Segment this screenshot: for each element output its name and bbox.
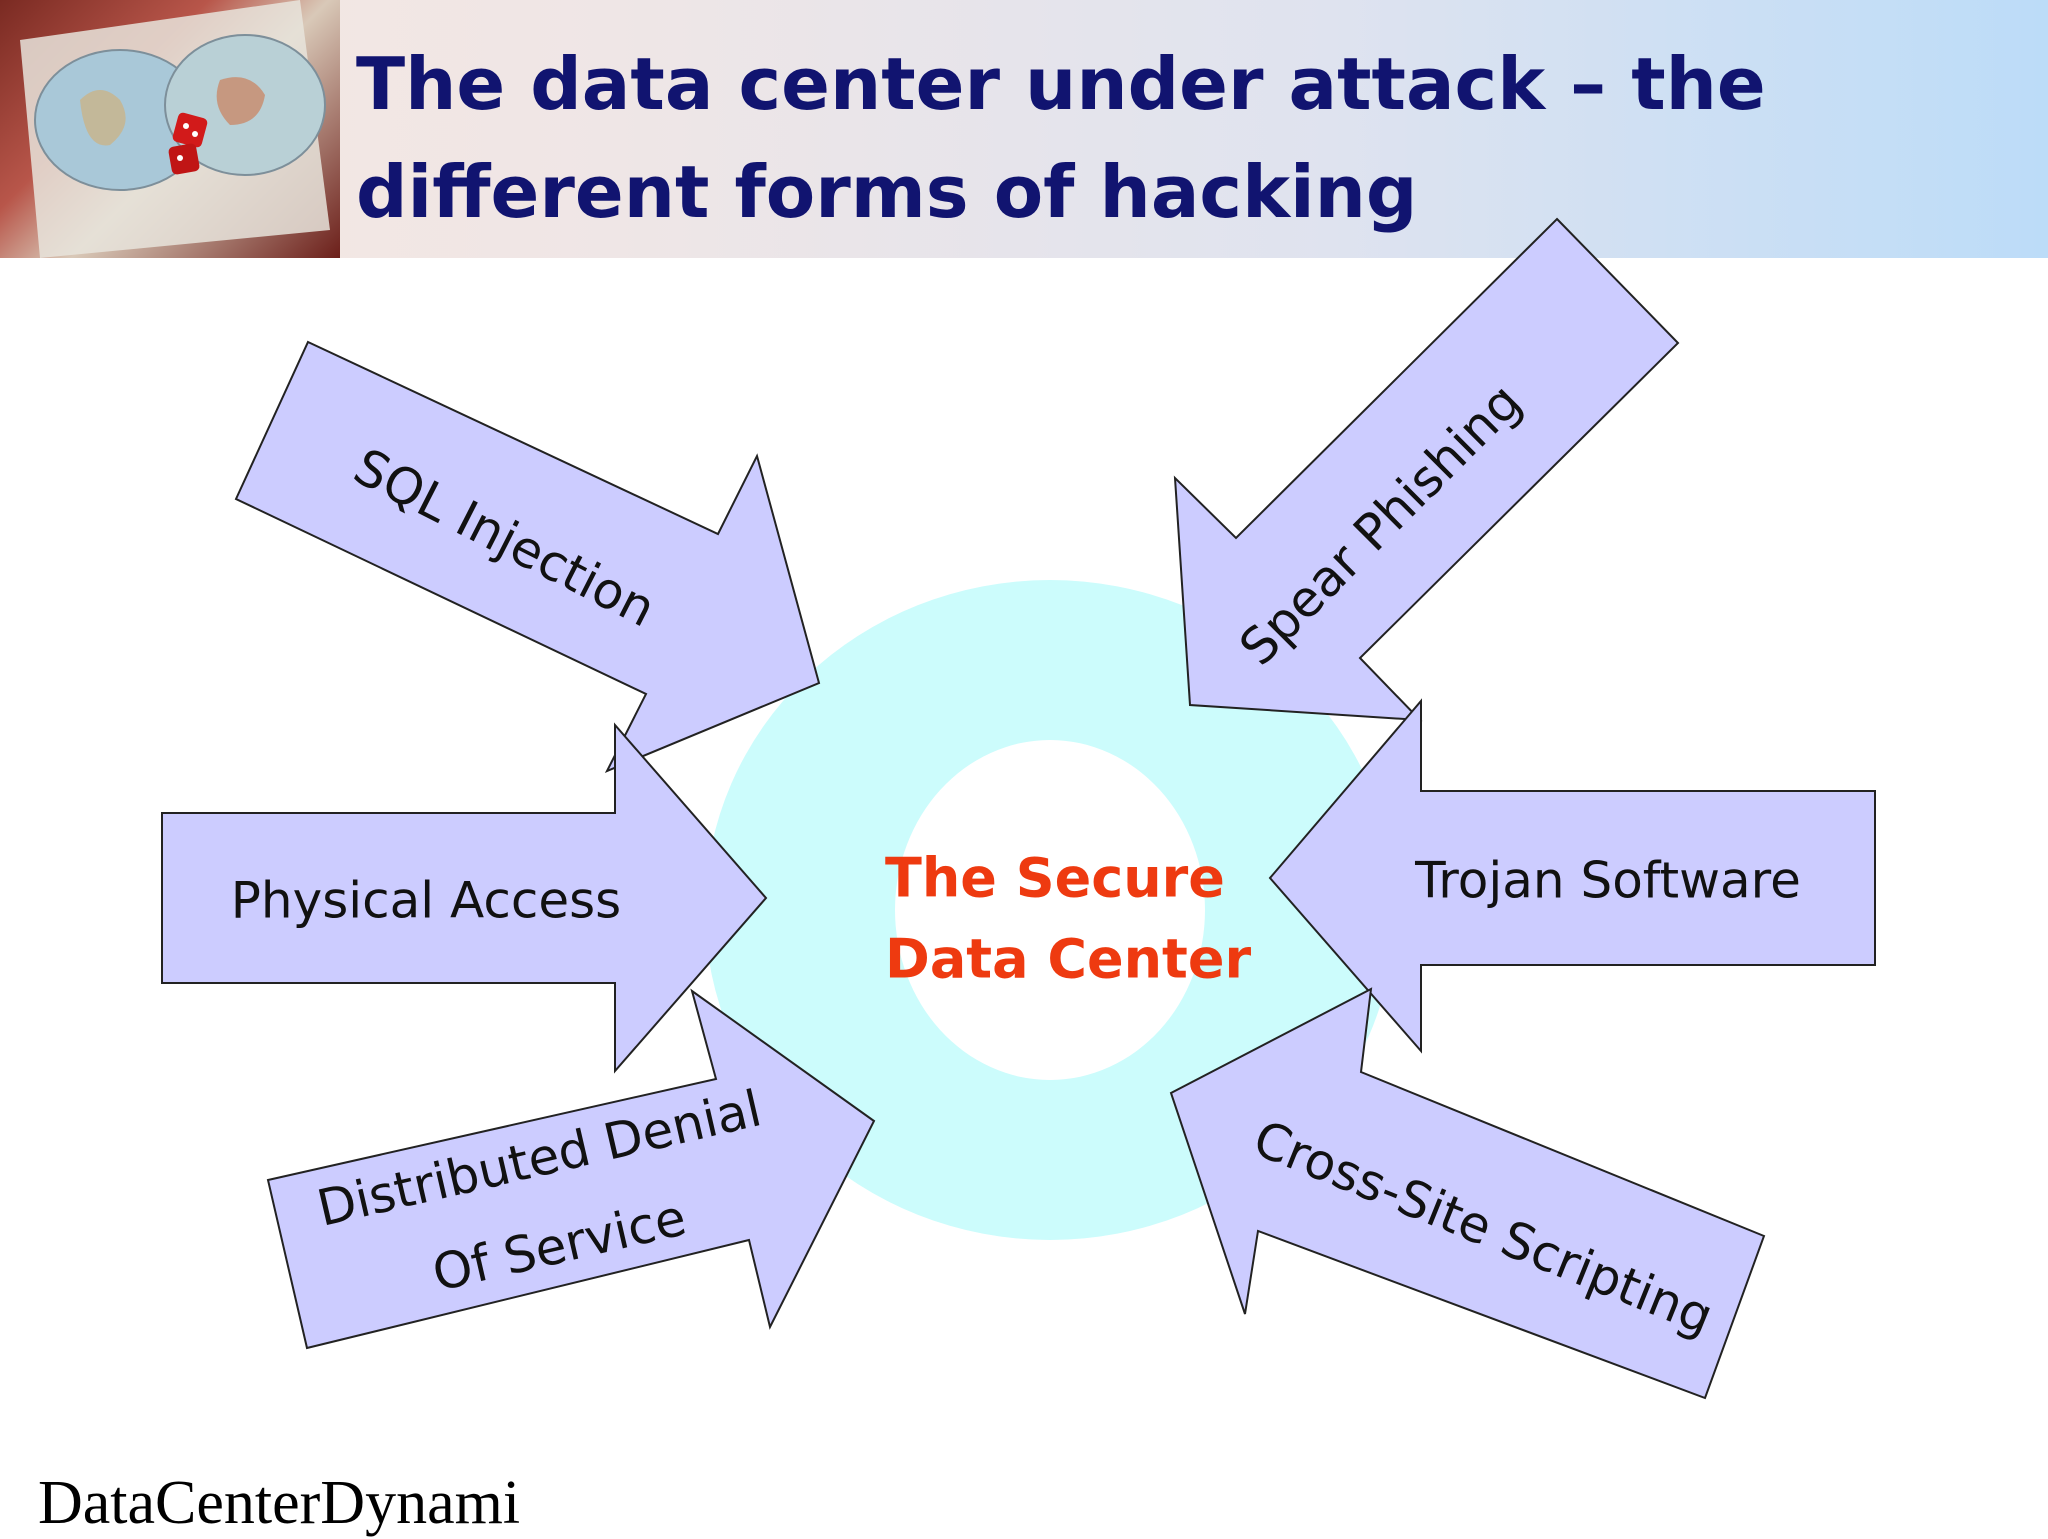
header-banner: The data center under attack – the diffe… — [0, 0, 2048, 258]
center-label-line1: The Secure — [885, 847, 1225, 910]
footer-source: DataCenterDynami — [38, 1469, 521, 1537]
slide-title: The data center under attack – the diffe… — [356, 30, 1856, 246]
arrow-spear-phishing — [1173, 217, 1680, 722]
arrow-cross-site-scripting — [1169, 987, 1766, 1400]
slide-title-line1: The data center under attack – the — [356, 42, 1766, 126]
label-physical-access: Physical Access — [231, 872, 621, 930]
inner-circle — [895, 740, 1205, 1080]
arrow-trojan-software — [1268, 698, 1876, 1054]
arrow-ddos — [266, 988, 876, 1350]
arrow-sql-injection — [234, 340, 821, 773]
slide-title-line2: different forms of hacking — [356, 150, 1418, 234]
center-label-line2: Data Center — [885, 928, 1251, 991]
arrow-physical-access — [161, 722, 768, 1074]
label-trojan-software: Trojan Software — [1414, 852, 1801, 910]
header-photo-globe-dice — [0, 0, 340, 258]
